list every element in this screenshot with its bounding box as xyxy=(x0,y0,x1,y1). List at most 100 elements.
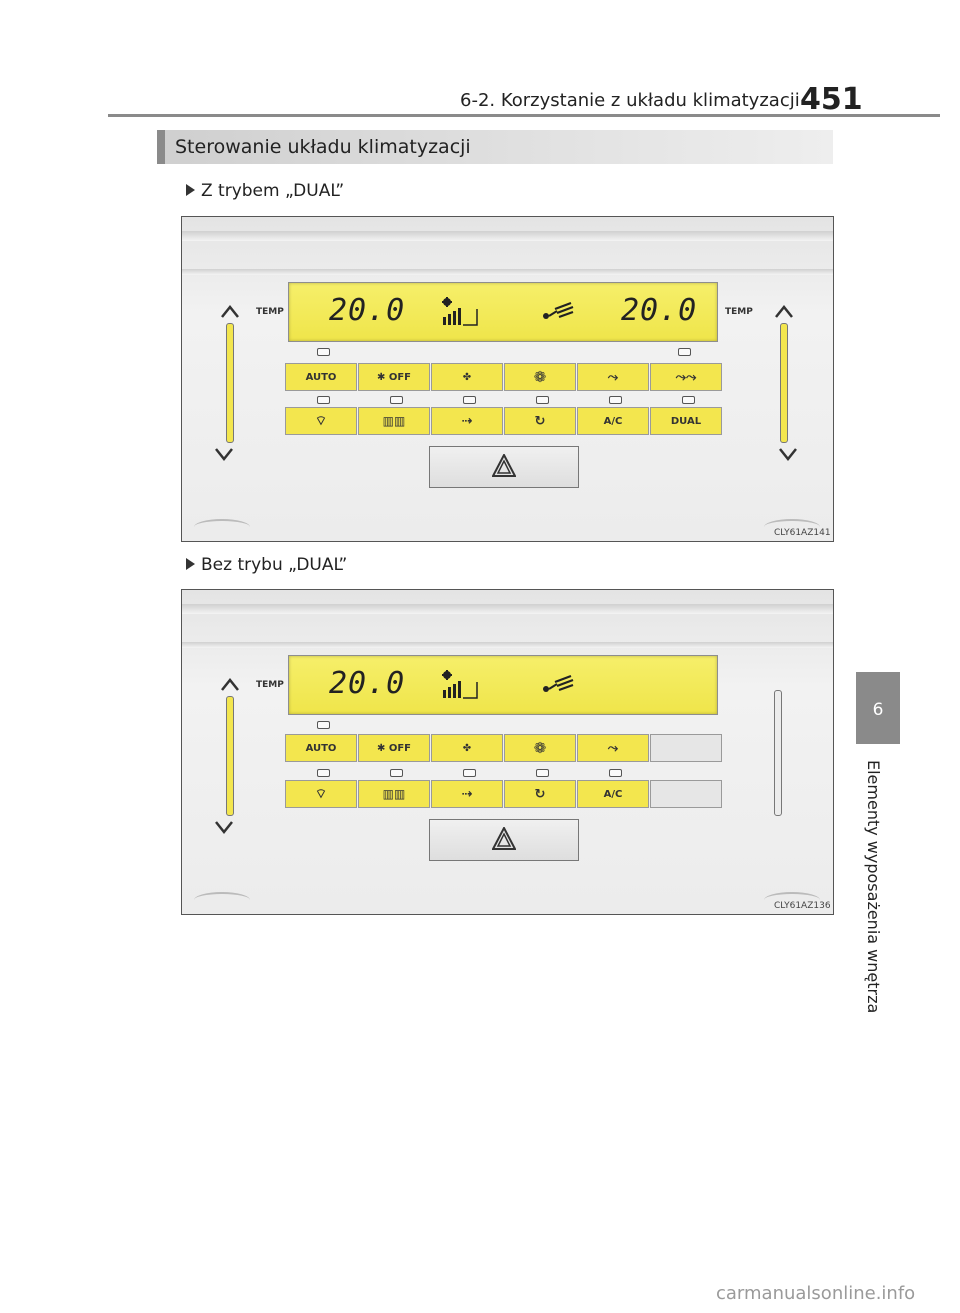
face-vent-icon: ⤳ xyxy=(607,740,619,756)
temp-down-arrow-icon[interactable] xyxy=(214,820,234,834)
ac-button[interactable]: A/C xyxy=(577,407,649,435)
fan-speed-icon xyxy=(442,297,478,326)
ac-button[interactable]: A/C xyxy=(577,780,649,808)
fan-up-button[interactable]: ❁ xyxy=(504,363,576,391)
temp-label-left: TEMP xyxy=(256,307,284,317)
fresh-air-icon: ⇢ xyxy=(461,413,473,429)
section-title-bar: Sterowanie układu klimatyzacji xyxy=(157,130,833,164)
windshield-defog-icon: ⌔ xyxy=(314,414,328,429)
chapter-tab-number: 6 xyxy=(872,700,884,720)
fan-off-icon: ✱ xyxy=(376,371,386,383)
dual-indicator xyxy=(682,396,695,404)
fan-speed-icon xyxy=(442,670,478,699)
climate-display: 20.0 20.0 xyxy=(288,282,718,342)
fresh-air-button[interactable]: ⇢ xyxy=(431,407,503,435)
header-rule xyxy=(108,114,940,117)
fresh-air-button[interactable]: ⇢ xyxy=(431,780,503,808)
fan-high-icon: ❁ xyxy=(533,739,547,757)
panel-knob-arc xyxy=(194,519,250,535)
auto-button[interactable]: AUTO xyxy=(285,734,357,762)
temp-down-arrow-icon[interactable] xyxy=(778,447,798,461)
windshield-defog-indicator xyxy=(317,769,330,777)
caption-dual-text: Z trybem „DUAL” xyxy=(201,181,345,201)
ac-label: A/C xyxy=(603,788,623,800)
recirculation-icon: ↻ xyxy=(534,413,546,429)
windshield-defog-indicator xyxy=(317,396,330,404)
windshield-defog-button[interactable]: ⌔ xyxy=(285,780,357,808)
ac-label: A/C xyxy=(603,415,623,427)
fan-off-button[interactable]: ✱ OFF xyxy=(358,363,430,391)
blank-slot xyxy=(774,690,782,816)
caption-no-dual-text: Bez trybu „DUAL” xyxy=(201,555,348,575)
panel-trim xyxy=(182,604,833,614)
fresh-air-indicator xyxy=(463,396,476,404)
recirculation-button[interactable]: ↻ xyxy=(504,407,576,435)
ac-indicator xyxy=(609,769,622,777)
rear-defog-button[interactable]: ▥▥ xyxy=(358,780,430,808)
blank-button xyxy=(650,734,722,762)
auto-indicator xyxy=(317,721,330,729)
right-temp-slider[interactable] xyxy=(780,323,788,443)
windshield-defog-button[interactable]: ⌔ xyxy=(285,407,357,435)
temp-up-arrow-icon[interactable] xyxy=(774,305,794,319)
dual-label: DUAL xyxy=(670,415,702,427)
hazard-button[interactable] xyxy=(429,819,579,861)
face-vent-button[interactable]: ⤳ xyxy=(577,734,649,762)
airflow-mode-icon xyxy=(543,301,574,319)
rear-defog-indicator xyxy=(390,769,403,777)
auto-label: AUTO xyxy=(305,371,337,383)
off-label: OFF xyxy=(388,742,412,754)
left-temp-value: 20.0 xyxy=(329,293,406,328)
dual-button[interactable]: DUAL xyxy=(650,407,722,435)
recirculation-indicator xyxy=(536,396,549,404)
fan-high-icon: ❁ xyxy=(533,368,547,386)
footer-watermark: carmanualsonline.info xyxy=(716,1283,916,1304)
climate-display: 20.0 xyxy=(288,655,718,715)
bullet-icon xyxy=(186,558,195,570)
temp-label-right: TEMP xyxy=(725,307,753,317)
left-temp-slider[interactable] xyxy=(226,323,234,443)
airflow-mode-icon xyxy=(543,674,574,692)
auto-button[interactable]: AUTO xyxy=(285,363,357,391)
temp-label-left: TEMP xyxy=(256,680,284,690)
right-temp-value: 20.0 xyxy=(621,293,698,328)
recirculation-button[interactable]: ↻ xyxy=(504,780,576,808)
auto-indicator xyxy=(317,348,330,356)
rear-defog-button[interactable]: ▥▥ xyxy=(358,407,430,435)
caption-dual: Z trybem „DUAL” xyxy=(186,181,344,201)
temp-up-arrow-icon[interactable] xyxy=(220,305,240,319)
face-vent-icon: ⤳ xyxy=(607,369,619,385)
windshield-defog-icon: ⌔ xyxy=(314,787,328,802)
face-vent-button[interactable]: ⤳ xyxy=(577,363,649,391)
fresh-air-indicator xyxy=(463,769,476,777)
figure-code: CLY61AZ141 xyxy=(774,528,831,538)
fan-up-button[interactable]: ❁ xyxy=(504,734,576,762)
fresh-air-icon: ⇢ xyxy=(461,786,473,802)
chapter-header: 6-2. Korzystanie z układu klimatyzacji xyxy=(460,90,800,111)
temp-up-arrow-icon[interactable] xyxy=(220,678,240,692)
rear-defog-icon: ▥▥ xyxy=(382,414,406,428)
caption-no-dual: Bez trybu „DUAL” xyxy=(186,555,347,575)
fan-low-icon: ✤ xyxy=(462,371,472,383)
hazard-icon xyxy=(492,827,516,850)
fan-off-icon: ✱ xyxy=(376,742,386,754)
dual-vent-button[interactable]: ⤳⤳ xyxy=(650,363,722,391)
chapter-tab-label-text: Elementy wyposażenia wnętrza xyxy=(864,760,883,1014)
recirculation-icon: ↻ xyxy=(534,786,546,802)
climate-panel-no-dual: TEMP 20.0 AUTO ✱ OFF ✤ ❁ ⤳ ⌔ ▥▥ ⇢ ↻ A/C xyxy=(181,589,834,915)
dual-vent-icon: ⤳⤳ xyxy=(675,369,697,385)
fan-down-button[interactable]: ✤ xyxy=(431,734,503,762)
temp-down-arrow-icon[interactable] xyxy=(214,447,234,461)
fan-low-icon: ✤ xyxy=(462,742,472,754)
section-accent xyxy=(157,130,165,164)
hazard-button[interactable] xyxy=(429,446,579,488)
panel-trim xyxy=(182,231,833,241)
recirculation-indicator xyxy=(536,769,549,777)
page-number: 451 xyxy=(800,82,863,117)
fan-off-button[interactable]: ✱ OFF xyxy=(358,734,430,762)
left-temp-slider[interactable] xyxy=(226,696,234,816)
left-temp-value: 20.0 xyxy=(329,666,406,701)
off-label: OFF xyxy=(388,371,412,383)
panel-knob-arc xyxy=(764,519,820,535)
fan-down-button[interactable]: ✤ xyxy=(431,363,503,391)
